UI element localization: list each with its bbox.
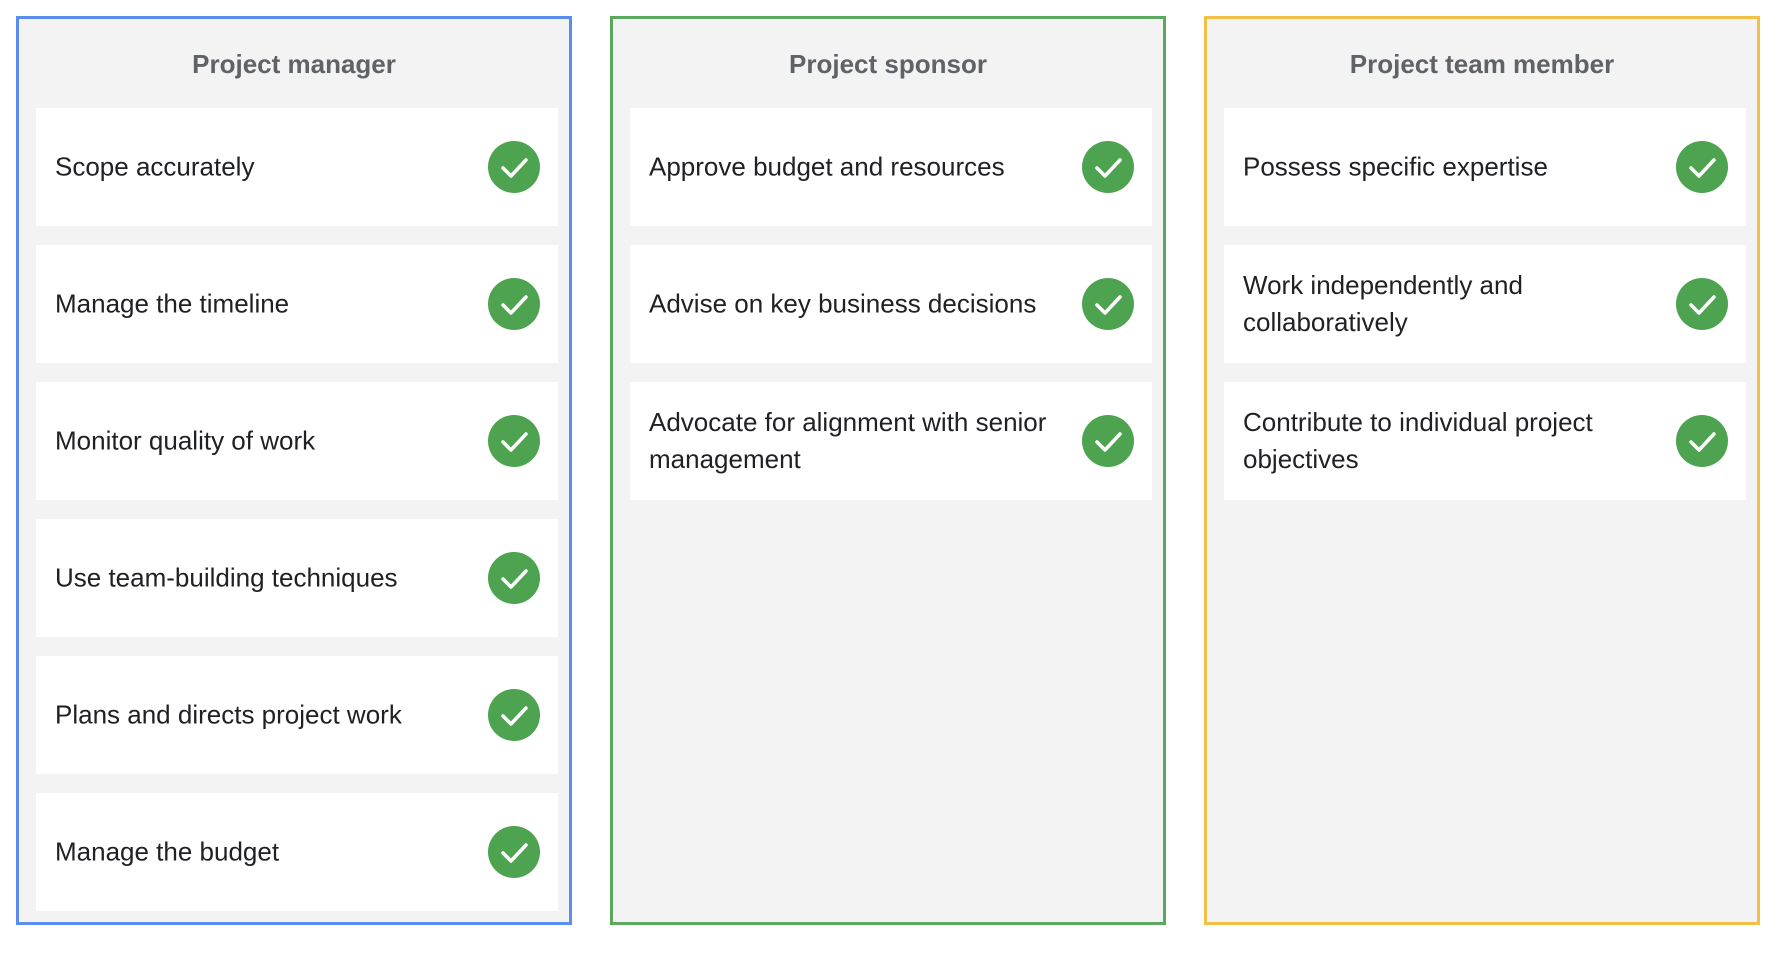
list-item: Manage the budget	[36, 793, 558, 911]
project-team-member-column: Project team member Possess specific exp…	[1204, 16, 1760, 925]
check-circle-icon	[1676, 141, 1728, 193]
item-label: Scope accurately	[55, 151, 255, 182]
project-team-member-title: Project team member	[1349, 49, 1615, 79]
check-circle-icon	[488, 278, 540, 330]
project-manager-title: Project manager	[192, 49, 396, 79]
list-item: Advise on key business decisions	[630, 245, 1152, 363]
check-circle-icon	[488, 415, 540, 467]
list-item: Plans and directs project work	[36, 656, 558, 774]
check-circle-icon	[1082, 278, 1134, 330]
list-item: Advocate for alignment with senior manag…	[630, 382, 1152, 500]
list-item: Monitor quality of work	[36, 382, 558, 500]
item-label: Contribute to individual project objecti…	[1243, 407, 1593, 474]
check-circle-icon	[1082, 141, 1134, 193]
check-circle-icon	[488, 141, 540, 193]
list-item: Possess specific expertise	[1224, 108, 1746, 226]
item-label: Manage the budget	[55, 836, 280, 867]
list-item: Manage the timeline	[36, 245, 558, 363]
project-team-member-list: Possess specific expertise Work independ…	[1224, 108, 1746, 519]
project-manager-list: Scope accurately Manage the timeline Mon…	[36, 108, 558, 930]
item-label: Work independently and collaboratively	[1243, 270, 1523, 337]
check-circle-icon	[1082, 415, 1134, 467]
item-label: Possess specific expertise	[1243, 151, 1548, 182]
list-item: Work independently and collaboratively	[1224, 245, 1746, 363]
item-label: Use team-building techniques	[55, 562, 398, 593]
item-label: Monitor quality of work	[55, 425, 316, 456]
list-item: Approve budget and resources	[630, 108, 1152, 226]
check-circle-icon	[488, 689, 540, 741]
project-sponsor-title: Project sponsor	[789, 49, 987, 79]
check-circle-icon	[488, 826, 540, 878]
list-item: Contribute to individual project objecti…	[1224, 382, 1746, 500]
project-sponsor-column: Project sponsor Approve budget and resou…	[610, 16, 1166, 925]
list-item: Scope accurately	[36, 108, 558, 226]
item-label: Plans and directs project work	[55, 699, 402, 730]
check-circle-icon	[1676, 415, 1728, 467]
item-label: Advocate for alignment with senior manag…	[649, 407, 1047, 474]
list-item: Use team-building techniques	[36, 519, 558, 637]
item-label: Approve budget and resources	[649, 151, 1005, 182]
project-sponsor-list: Approve budget and resources Advise on k…	[630, 108, 1152, 519]
item-label: Advise on key business decisions	[649, 288, 1037, 319]
check-circle-icon	[488, 552, 540, 604]
item-label: Manage the timeline	[55, 288, 290, 319]
project-manager-column: Project manager Scope accurately Manage …	[16, 16, 572, 925]
check-circle-icon	[1676, 278, 1728, 330]
